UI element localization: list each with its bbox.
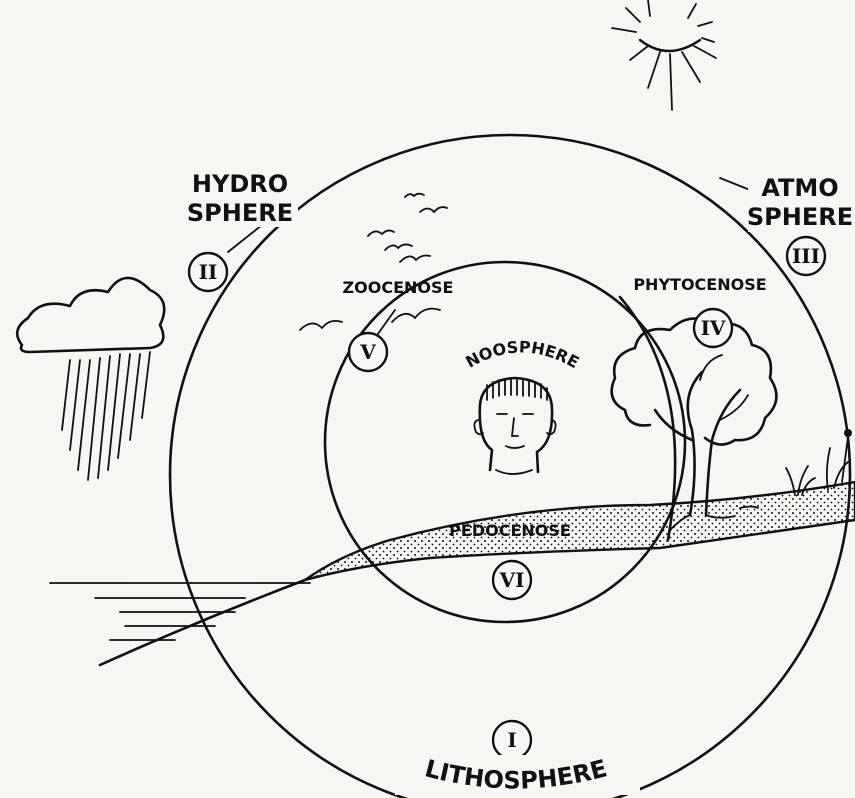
numeral-ii: II: [199, 260, 218, 284]
cloud-rain-icon: [17, 278, 164, 480]
numeral-i-badge: I: [493, 721, 531, 759]
human-head-icon: [474, 378, 555, 474]
numeral-ii-badge: II: [189, 253, 227, 291]
atmosphere-label-line2: SPHERE: [747, 203, 853, 231]
noosphere-label: NOOSPHERE: [462, 337, 582, 372]
outer-biosphere-circle: [170, 135, 850, 798]
numeral-iv-badge: IV: [694, 309, 732, 347]
numeral-iii: III: [792, 244, 820, 268]
numeral-v: V: [359, 340, 376, 364]
numeral-iii-badge: III: [787, 237, 825, 275]
sun-icon: [612, 0, 716, 110]
numeral-i: I: [507, 728, 516, 752]
hydrosphere-label-line1: HYDRO: [192, 170, 288, 198]
pedocenose-label: PEDOCENOSE: [449, 521, 571, 540]
numeral-vi-badge: VI: [493, 561, 531, 599]
hydrosphere-label-line2: SPHERE: [187, 199, 293, 227]
water-waves-icon: [50, 580, 310, 665]
birds-icon: [300, 194, 447, 330]
atmosphere-label-line1: ATMO: [761, 174, 838, 202]
numeral-vi: VI: [499, 568, 525, 592]
phytocenose-label: PHYTOCENOSE: [633, 275, 766, 294]
numeral-iv: IV: [701, 316, 726, 340]
zoocenose-label: ZOOCENOSE: [343, 278, 454, 297]
numeral-v-badge: V: [349, 333, 387, 371]
soil-band: [305, 482, 855, 580]
